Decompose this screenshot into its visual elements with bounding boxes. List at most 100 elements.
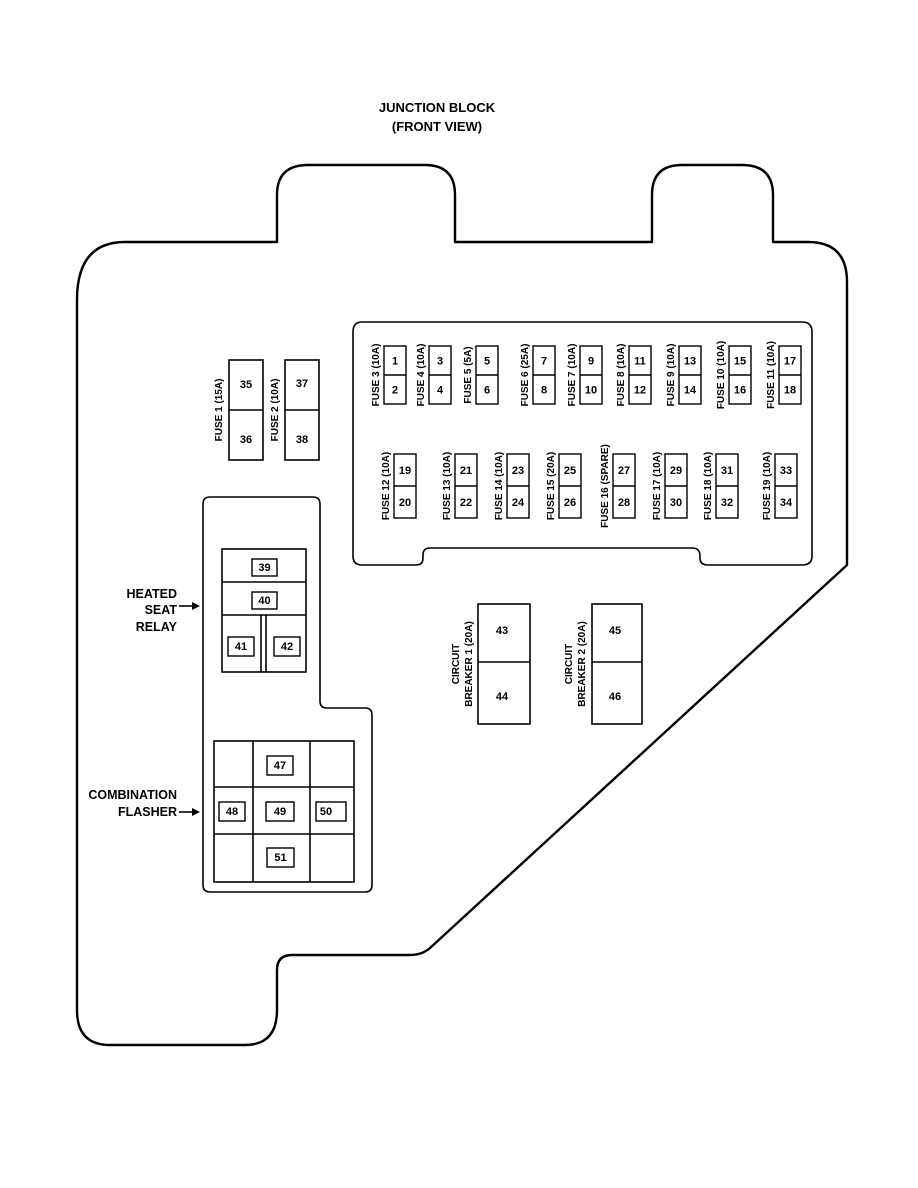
fuse-19-10a-top-cavity: 33	[780, 465, 792, 477]
fuse-19-10a[interactable]: 33 34 FUSE 19 (10A)	[762, 452, 798, 520]
fuse-13-10a-bottom-cavity: 22	[460, 497, 472, 509]
combination-flasher-label-line1: COMBINATION	[88, 788, 177, 802]
cavity-42-box	[273, 636, 301, 657]
fuse-8-10a-top-cavity: 11	[634, 355, 646, 367]
fuse-3-10a-top-cavity: 1	[392, 355, 398, 367]
fuse-7-10a-label: FUSE 7 (10A)	[567, 344, 578, 407]
fuse-18-10a-label: FUSE 18 (10A)	[703, 452, 714, 520]
heated-seat-relay-label-line2: SEAT	[145, 603, 178, 617]
fuse-10-10a[interactable]: 15 16 FUSE 10 (10A)	[716, 341, 752, 409]
fuse-5-5a-bottom-cavity: 6	[484, 384, 490, 396]
combination-flasher[interactable]: 47 48 49 50 51	[213, 740, 355, 883]
circuit-breaker-2-bottom-cavity: 46	[609, 691, 621, 703]
fuse-8-10a[interactable]: 11 12 FUSE 8 (10A)	[616, 344, 652, 407]
fuse-panel-outline	[352, 321, 813, 566]
cavity-48-box	[218, 801, 246, 822]
cavity-39: 39	[258, 562, 270, 574]
fuse-13-10a-label: FUSE 13 (10A)	[442, 452, 453, 520]
fuse-11-10a-label: FUSE 11 (10A)	[766, 341, 777, 409]
fuse-11-10a-top-cavity: 17	[784, 355, 796, 367]
heated-seat-relay[interactable]: 39 40 41 42	[221, 548, 307, 673]
fuse-3-10a-bottom-cavity: 2	[392, 384, 398, 396]
fuse-9-10a-bottom-cavity: 14	[684, 384, 697, 396]
circuit-breaker-1-top-cavity: 43	[496, 625, 508, 637]
circuit-breaker-1-body	[477, 603, 531, 725]
fuse-18-10a-top-cavity: 31	[721, 465, 733, 477]
cavity-51: 51	[274, 852, 286, 864]
fuse-10-10a-top-cavity: 15	[734, 355, 746, 367]
circuit-breaker-2[interactable]: 45 46 CIRCUIT BREAKER 2 (20A)	[564, 603, 643, 725]
cavity-49: 49	[274, 806, 286, 818]
fuse-19-10a-label: FUSE 19 (10A)	[762, 452, 773, 520]
fuse-12-10a-top-cavity: 19	[399, 465, 411, 477]
fuse-11-10a-bottom-cavity: 18	[784, 384, 796, 396]
fuse-17-10a-label: FUSE 17 (10A)	[652, 452, 663, 520]
cavity-49-box	[265, 801, 295, 822]
fuse-1-bottom-cavity: 36	[240, 434, 252, 446]
fuse-1[interactable]: 35 36 FUSE 1 (15A)	[214, 359, 264, 461]
cavity-50-box	[315, 801, 347, 822]
fuse-18-10a-bottom-cavity: 32	[721, 497, 733, 509]
fuse-13-10a[interactable]: 21 22 FUSE 13 (10A)	[442, 452, 478, 520]
heated-seat-relay-arrow	[179, 602, 200, 610]
cavity-42: 42	[281, 641, 293, 653]
fuse-9-10a[interactable]: 13 14 FUSE 9 (10A)	[666, 344, 702, 407]
fuse-10-10a-label: FUSE 10 (10A)	[716, 341, 727, 409]
fuse-4-10a-top-cavity: 3	[437, 355, 443, 367]
heated-seat-relay-label-line3: RELAY	[136, 620, 178, 634]
combination-flasher-arrow	[179, 808, 200, 816]
fuse-6-25a-label: FUSE 6 (25A)	[520, 344, 531, 407]
fuse-9-10a-label: FUSE 9 (10A)	[666, 344, 677, 407]
combination-flasher-label-line2: FLASHER	[118, 805, 177, 819]
circuit-breaker-2-body	[591, 603, 643, 725]
fuse-8-10a-label: FUSE 8 (10A)	[616, 344, 627, 407]
fuse-9-10a-top-cavity: 13	[684, 355, 696, 367]
cavity-48: 48	[226, 806, 238, 818]
fuse-7-10a-top-cavity: 9	[588, 355, 594, 367]
fuse-10-10a-bottom-cavity: 16	[734, 384, 746, 396]
fuse-2-bottom-cavity: 38	[296, 434, 308, 446]
fuse-1-top-cavity: 35	[240, 379, 252, 391]
fuse-15-20a-label: FUSE 15 (20A)	[546, 452, 557, 520]
fuse-4-10a-bottom-cavity: 4	[437, 384, 444, 396]
fuse-8-10a-bottom-cavity: 12	[634, 384, 646, 396]
heated-seat-relay-label-line1: HEATED	[127, 587, 177, 601]
circuit-breaker-1-label-line2: BREAKER 1 (20A)	[464, 621, 475, 707]
fuse-2[interactable]: 37 38 FUSE 2 (10A)	[270, 359, 320, 461]
fuse-1-label: FUSE 1 (15A)	[214, 379, 225, 442]
fuse-15-20a-top-cavity: 25	[564, 465, 576, 477]
circuit-breaker-1-label-line1: CIRCUIT	[451, 644, 462, 685]
fuse-18-10a[interactable]: 31 32 FUSE 18 (10A)	[703, 452, 739, 520]
circuit-breaker-1-bottom-cavity: 44	[496, 691, 509, 703]
fuse-19-10a-bottom-cavity: 34	[780, 497, 793, 509]
cavity-51-box	[266, 847, 295, 868]
diagram-title-line2: (FRONT VIEW)	[392, 119, 482, 134]
fuse-15-20a-bottom-cavity: 26	[564, 497, 576, 509]
fuse-14-10a-label: FUSE 14 (10A)	[494, 452, 505, 520]
circuit-breaker-1[interactable]: 43 44 CIRCUIT BREAKER 1 (20A)	[451, 603, 531, 725]
fuse-11-10a[interactable]: 17 18 FUSE 11 (10A)	[766, 341, 802, 409]
fuse-13-10a-top-cavity: 21	[460, 465, 472, 477]
fuse-12-10a-label: FUSE 12 (10A)	[381, 452, 392, 520]
junction-block-outline	[75, 163, 849, 1047]
diagram-title-line1: JUNCTION BLOCK	[379, 100, 496, 115]
circuit-breaker-2-label-line1: CIRCUIT	[564, 644, 575, 685]
circuit-breaker-2-label-line2: BREAKER 2 (20A)	[577, 621, 588, 707]
fuse-5-5a-top-cavity: 5	[484, 355, 490, 367]
cavity-41-box	[227, 636, 255, 657]
fuse-6-25a-bottom-cavity: 8	[541, 384, 547, 396]
fuse-15-20a[interactable]: 25 26 FUSE 15 (20A)	[546, 452, 582, 520]
fuse-17-10a-top-cavity: 29	[670, 465, 682, 477]
